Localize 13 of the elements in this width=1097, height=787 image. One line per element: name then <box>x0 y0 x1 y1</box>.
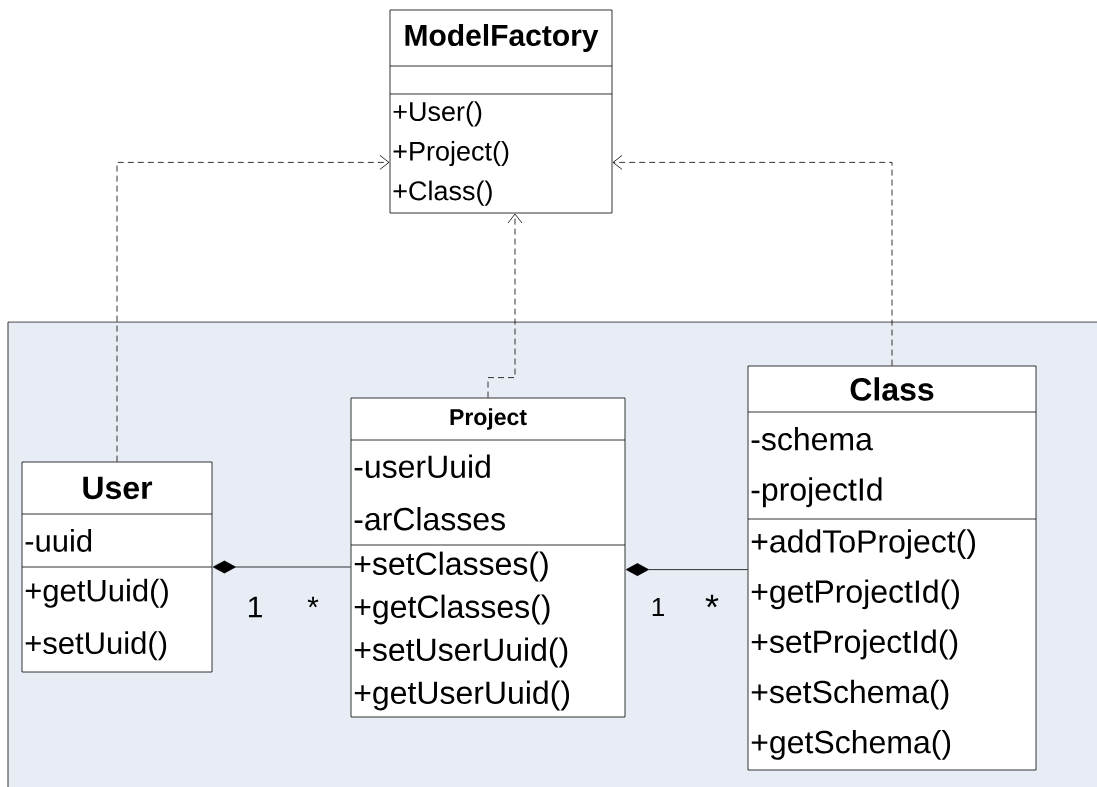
composition-line <box>212 560 351 574</box>
dependency-arrow <box>116 155 390 462</box>
multiplicity-label: * <box>705 594 719 608</box>
multiplicity-label: * <box>307 596 319 608</box>
multiplicity-label: 1 <box>652 598 664 616</box>
dependency-arrow <box>487 213 523 398</box>
class-box: Project -userUuid -arClasses +setClasses() +getClasses() +setUserUuid() +getUserUuid() <box>350 397 626 718</box>
multiplicity-label: 1 <box>248 596 262 618</box>
composition-line <box>625 563 748 577</box>
class-box: ModelFactory +User() +Project() +Class() <box>389 9 613 214</box>
class-box: User -uuid +getUuid() +setUuid() <box>21 461 213 673</box>
class-box: Class -schema -projectId +addToProject() +getProjectId() +setProjectId() +setSchema() +getSchema() <box>747 365 1037 771</box>
dependency-arrow <box>612 155 893 366</box>
